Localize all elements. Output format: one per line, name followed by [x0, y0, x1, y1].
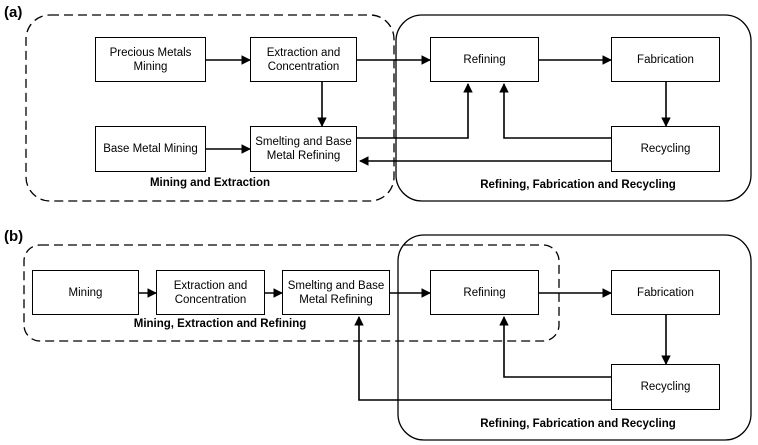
- group-mining-extraction-outline: [25, 14, 395, 202]
- arrow-recycling-to-refining: [499, 83, 611, 139]
- node-extraction-concentration-b: Extraction and Concentration: [156, 270, 265, 315]
- group-label-refining-fabrication-recycling-b: Refining, Fabrication and Recycling: [480, 418, 676, 430]
- node-recycling-b: Recycling: [611, 364, 720, 410]
- arrow-recycling-to-refining-b: [499, 316, 611, 378]
- panel-b-label: (b): [4, 228, 24, 245]
- node-fabrication-b: Fabrication: [611, 270, 720, 315]
- node-refining-a: Refining: [430, 37, 539, 82]
- arrow-recycling-to-smelting-b: [354, 316, 611, 401]
- node-fabrication-a: Fabrication: [611, 37, 720, 82]
- group-label-mining-extraction: Mining and Extraction: [149, 177, 271, 189]
- node-recycling-a: Recycling: [611, 126, 720, 172]
- node-smelting-base-metal-refining-b: Smelting and Base Metal Refining: [282, 270, 390, 315]
- node-mining-b: Mining: [32, 270, 139, 315]
- node-base-metal-mining: Base Metal Mining: [95, 126, 206, 172]
- node-precious-metals-mining: Precious Metals Mining: [95, 37, 206, 82]
- group-refining-fabrication-recycling-outline-a: [395, 14, 752, 202]
- group-label-mining-extraction-refining: Mining, Extraction and Refining: [133, 318, 307, 330]
- group-label-refining-fabrication-recycling-a: Refining, Fabrication and Recycling: [480, 179, 676, 191]
- node-refining-b: Refining: [430, 270, 539, 315]
- arrow-smelting-to-refining: [357, 83, 473, 139]
- node-smelting-base-metal-refining-a: Smelting and Base Metal Refining: [250, 126, 357, 172]
- panel-a-label: (a): [4, 4, 23, 21]
- node-extraction-concentration-a: Extraction and Concentration: [250, 37, 357, 82]
- group-mining-extraction-refining-outline: [23, 244, 560, 342]
- group-refining-fabrication-recycling-outline-b: [397, 234, 752, 441]
